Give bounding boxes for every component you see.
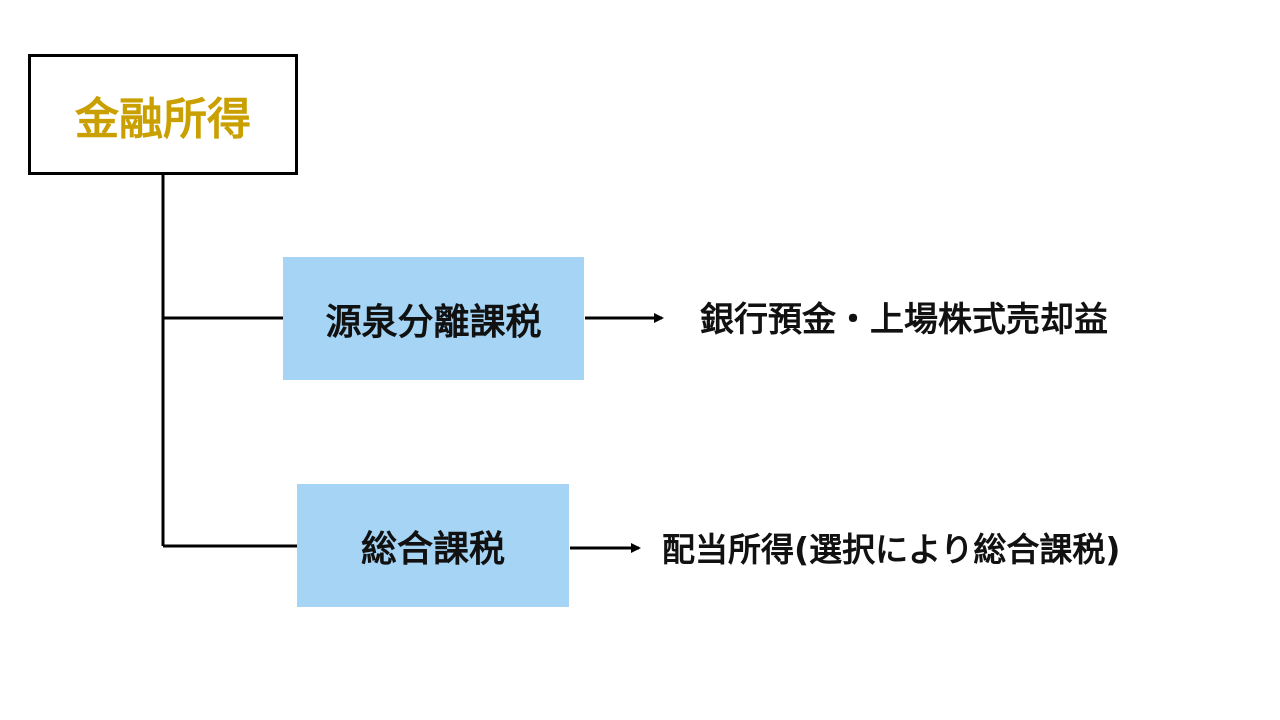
separate-taxation-label: 源泉分離課税 [325,301,542,343]
separate-taxation-result: 銀行預金・上場株式売却益 [700,300,1108,340]
aggregate-taxation-label: 総合課税 [360,528,505,570]
separate-taxation-box: 源泉分離課税 [283,257,584,380]
aggregate-taxation-result: 配当所得(選択により総合課税) [662,530,1121,569]
financial-income-box: 金融所得 [28,54,298,175]
aggregate-taxation-box: 総合課税 [297,484,569,607]
financial-income-label: 金融所得 [75,93,251,145]
